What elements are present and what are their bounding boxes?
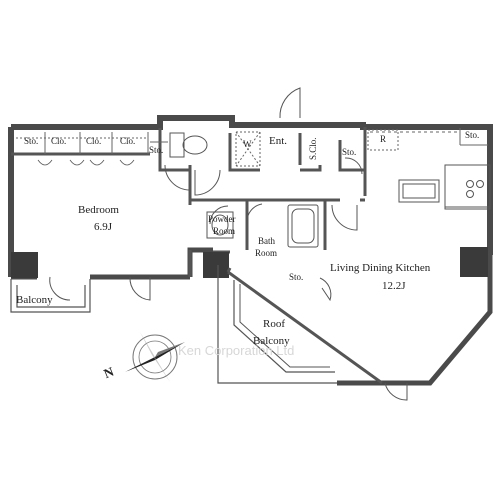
roof-balcony-line2: Balcony bbox=[253, 335, 290, 347]
compass-rose bbox=[125, 332, 185, 382]
pillars bbox=[11, 247, 488, 278]
bedroom-size: 6.9J bbox=[94, 221, 113, 233]
entrance-label: Ent. bbox=[269, 135, 288, 147]
powder-room-line1: Powder bbox=[208, 214, 236, 224]
closet-clo-label-3: Clo. bbox=[120, 136, 136, 146]
closet-clo-label-2: Clo. bbox=[86, 136, 102, 146]
powder-room-line2: Room bbox=[213, 226, 236, 236]
closet-clo-label-1: Clo. bbox=[51, 136, 67, 146]
kitchen bbox=[398, 164, 491, 210]
bath-room-line2: Room bbox=[255, 248, 278, 258]
ldk-name: Living Dining Kitchen bbox=[330, 262, 431, 274]
refrigerator-space bbox=[367, 129, 399, 151]
refrigerator-label: R bbox=[380, 134, 387, 144]
roof-balcony-line1: Roof bbox=[263, 318, 285, 330]
bath-room-line1: Bath bbox=[258, 236, 275, 246]
washer-space bbox=[235, 131, 261, 167]
closet-sto-label-2: Sto. bbox=[149, 145, 164, 155]
doors bbox=[37, 87, 408, 401]
small-balcony-outline bbox=[10, 279, 91, 313]
bedroom-name: Bedroom bbox=[78, 204, 119, 216]
balcony-label: Balcony bbox=[16, 294, 53, 306]
closet-sto-label-1: Sto. bbox=[24, 136, 39, 146]
roof-balcony-outline bbox=[217, 265, 383, 385]
bathtub bbox=[287, 204, 319, 248]
entrance-sto-label: Sto. bbox=[342, 147, 357, 157]
kitchen-sto-label: Sto. bbox=[465, 130, 480, 140]
interior-walls bbox=[11, 127, 367, 277]
closet-lines bbox=[16, 128, 488, 154]
watermark: Ken Corporation Ltd bbox=[178, 343, 295, 358]
shoe-closet-label: S.Clo. bbox=[308, 137, 318, 160]
hall-sto-label: Sto. bbox=[289, 272, 304, 282]
ldk-size: 12.2J bbox=[382, 280, 406, 292]
washbasin bbox=[206, 211, 234, 239]
toilet bbox=[169, 132, 208, 158]
washer-label: W bbox=[243, 139, 252, 149]
